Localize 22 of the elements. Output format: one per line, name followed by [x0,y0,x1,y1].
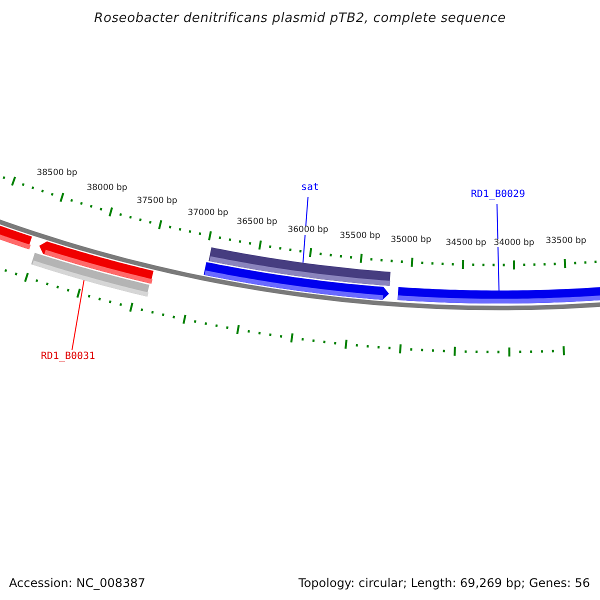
gene-label: RD1_B0029 [470,190,526,200]
tick-label: 34500 bp [446,238,486,248]
tick-label: 37000 bp [188,208,228,218]
tick-label: 34000 bp [494,238,534,248]
leader-line [72,280,84,350]
leader-line [496,204,500,291]
tick-label: 36500 bp [236,218,278,227]
footer-text: Topology: circular; Length: 69,269 bp; Genes: 56 [298,575,590,592]
tick-label: 33500 bp [546,237,586,246]
tick-label: 38500 bp [36,168,78,178]
tick-label: 38000 bp [86,184,128,193]
gene-arrow [31,252,150,297]
footer-text: Accession: NC_008387 [9,575,146,592]
gene-arrow [398,286,600,304]
tick-label: 35000 bp [390,236,432,245]
tick-label: 37500 bp [136,197,178,206]
leader-line [302,196,308,264]
tick-label: 36000 bp [288,226,328,235]
title: Roseobacter denitrificans plasmid pTB2, complete sequence [93,10,507,28]
gene-arrow [208,247,390,286]
gene-label: RD1_B0031 [40,352,96,362]
gene-label: sat [300,183,320,193]
